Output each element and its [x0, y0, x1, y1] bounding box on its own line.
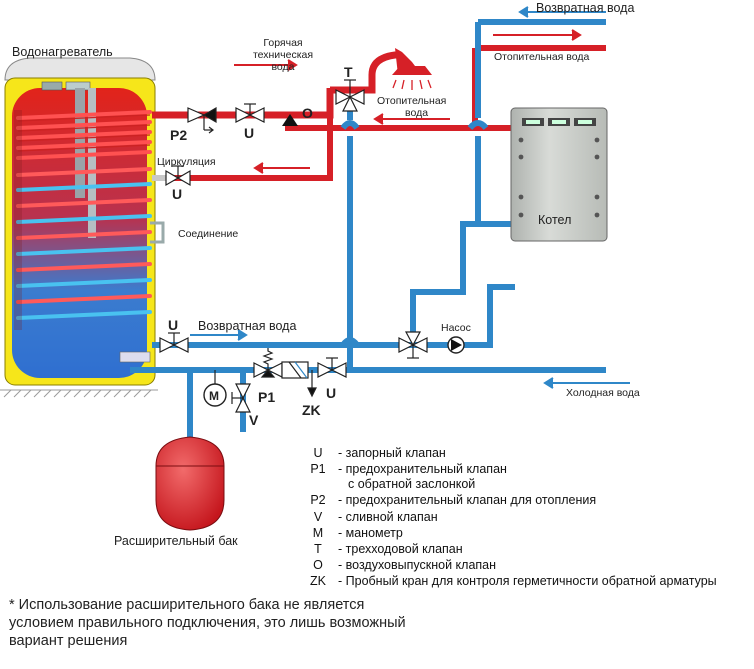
- pipes: [130, 19, 606, 438]
- water-heater-label: Водонагреватель: [12, 45, 113, 59]
- three-way-valve-pump: [398, 331, 428, 359]
- legend-desc: - манометр: [338, 526, 403, 540]
- floor-hatch: [0, 389, 158, 398]
- legend-desc: - трехходовой клапан: [338, 542, 463, 556]
- legend-code: V: [313, 510, 323, 524]
- shutoff-valve-circulation: [165, 165, 191, 187]
- symbol-u-return: U: [168, 317, 178, 333]
- legend-code: U: [313, 446, 323, 460]
- legend-row: с обратной заслонкой: [300, 477, 754, 493]
- legend-code: T: [314, 542, 322, 556]
- hot-water-label-3: вода: [271, 61, 294, 73]
- symbol-p2: P2: [170, 127, 187, 143]
- symbol-v: V: [249, 412, 259, 428]
- legend-row: T - трехходовой клапан: [300, 542, 754, 558]
- heating-water-mid-label-2: вода: [405, 107, 428, 119]
- symbol-zk: ZK: [302, 402, 321, 418]
- symbol-u-top: U: [244, 125, 254, 141]
- legend-desc: с обратной заслонкой: [348, 477, 476, 491]
- circulation-label: Циркуляция: [157, 156, 216, 168]
- expansion-tank-label: Расширительный бак: [114, 534, 238, 548]
- legend-desc: - сливной клапан: [338, 510, 438, 524]
- legend-desc: - воздуховыпускной клапан: [338, 558, 497, 572]
- symbol-m: M: [209, 389, 219, 403]
- heating-water-top-label: Отопительная вода: [494, 51, 589, 63]
- shutoff-valve-u-top: [235, 103, 265, 123]
- symbol-t: T: [344, 64, 353, 80]
- shutoff-valve-return: [159, 332, 189, 353]
- symbol-u-cold: U: [326, 385, 336, 401]
- pump: [447, 336, 465, 354]
- legend-desc: - запорный клапан: [338, 446, 446, 460]
- legend-desc: - Пробный кран для контроля герметичност…: [338, 574, 717, 588]
- return-water-mid-label: Возвратная вода: [198, 319, 296, 333]
- legend-row: P2 - предохранительный клапан для отопле…: [300, 493, 754, 509]
- three-way-valve-t: [335, 79, 365, 112]
- symbol-p1: P1: [258, 389, 275, 405]
- boiler-label: Котел: [538, 213, 571, 227]
- pump-label: Насос: [441, 322, 471, 334]
- legend-row: V - сливной клапан: [300, 510, 754, 526]
- footnote: * Использование расширительного бака не …: [9, 596, 529, 650]
- hot-water-label-2: техническая: [253, 49, 313, 61]
- drain-valve-v: [231, 383, 251, 413]
- pipe-crossings: [340, 120, 489, 347]
- heating-water-mid-label-1: Отопительная: [377, 95, 446, 107]
- safety-valve-p1: [253, 348, 283, 378]
- hot-water-label-1: Горячая: [263, 37, 302, 49]
- footnote-line: вариант решения: [9, 633, 128, 649]
- test-tap-zk: [307, 370, 317, 398]
- legend-code: P2: [310, 493, 326, 507]
- return-water-top-label: Возвратная вода: [536, 1, 634, 15]
- flow-arrows: [190, 6, 630, 389]
- legend-code: ZK: [310, 574, 326, 588]
- connection-label: Соединение: [178, 228, 238, 240]
- legend-code: O: [313, 558, 323, 572]
- footnote-line: * Использование расширительного бака не …: [9, 597, 365, 613]
- check-valve-box: [281, 361, 309, 379]
- legend-row: ZK - Пробный кран для контроля герметичн…: [300, 574, 754, 590]
- cold-water-label: Холодная вода: [566, 387, 640, 399]
- expansion-tank: [155, 436, 225, 531]
- shutoff-valve-cold: [317, 357, 347, 378]
- safety-valve-p2: [187, 106, 217, 134]
- boiler: [510, 107, 608, 242]
- legend-row: P1 - предохранительный клапан: [300, 462, 754, 478]
- air-release-valve-o: [282, 114, 298, 126]
- legend-row: O - воздуховыпускной клапан: [300, 558, 754, 574]
- symbol-o: O: [302, 105, 313, 121]
- legend-desc: - предохранительный клапан для отопления: [338, 493, 597, 507]
- legend-row: M - манометр: [300, 526, 754, 542]
- footnote-line: условием правильного подключения, это ли…: [9, 615, 406, 631]
- legend-code: P1: [310, 462, 326, 476]
- symbol-u-circ: U: [172, 186, 182, 202]
- legend-code: M: [312, 526, 324, 540]
- legend-desc: - предохранительный клапан: [338, 462, 507, 476]
- shower-head: [392, 48, 432, 90]
- legend-row: U - запорный клапан: [300, 446, 754, 462]
- water-heater: [4, 57, 156, 386]
- manometer-m: [203, 370, 227, 407]
